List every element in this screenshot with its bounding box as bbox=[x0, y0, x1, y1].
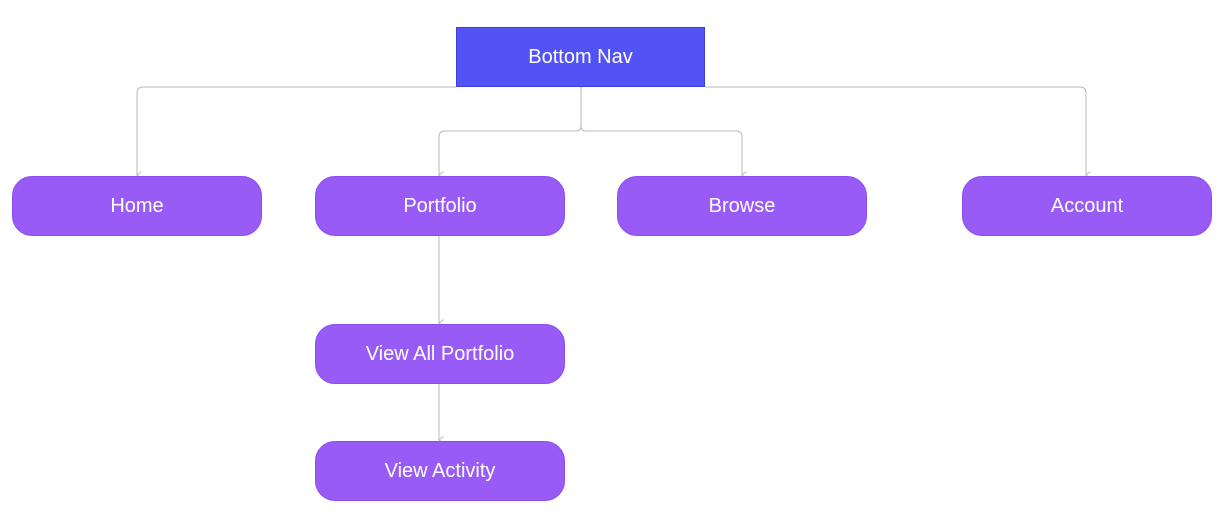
node-view-activity-label: View Activity bbox=[384, 459, 496, 482]
node-portfolio: Portfolio bbox=[315, 176, 565, 236]
node-account-label: Account bbox=[1050, 194, 1124, 217]
connector-root-home bbox=[136, 86, 456, 179]
connector-root-portfolio bbox=[438, 87, 582, 179]
node-home: Home bbox=[12, 176, 262, 236]
node-view-all-portfolio: View All Portfolio bbox=[315, 324, 565, 384]
node-browse-label: Browse bbox=[708, 194, 776, 217]
node-view-all-portfolio-label: View All Portfolio bbox=[365, 342, 515, 365]
root-node-bottom-nav: Bottom Nav bbox=[456, 27, 705, 87]
connector-root-browse bbox=[580, 125, 747, 179]
node-home-label: Home bbox=[110, 194, 164, 217]
node-view-activity: View Activity bbox=[315, 441, 565, 501]
node-account: Account bbox=[962, 176, 1212, 236]
node-browse: Browse bbox=[617, 176, 867, 236]
root-node-label: Bottom Nav bbox=[528, 45, 633, 68]
node-portfolio-label: Portfolio bbox=[403, 194, 477, 217]
connector-root-account bbox=[705, 86, 1091, 179]
